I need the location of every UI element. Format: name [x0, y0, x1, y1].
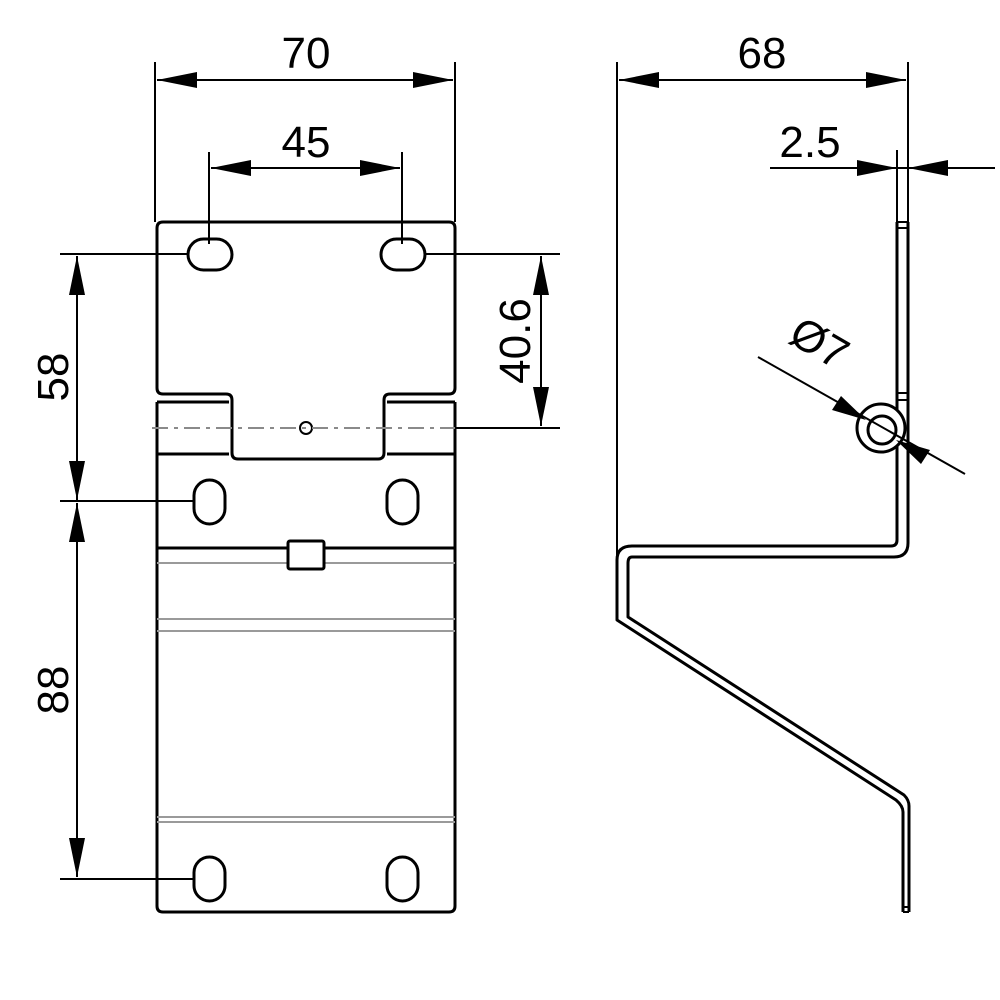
dimension-2-5: 2.5: [770, 118, 995, 222]
dimension-label-68: 68: [738, 29, 787, 78]
lower-left-slot-hole: [192, 855, 227, 903]
front-view: [152, 220, 470, 914]
side-view: [615, 62, 911, 913]
lower-plate-outline: [155, 454, 457, 914]
lower-right-slot-hole: [385, 855, 420, 903]
dimension-70: 70: [154, 29, 456, 222]
dimension-40-6: 40.6: [425, 253, 560, 429]
dimension-diameter-7: Ø7: [757, 308, 966, 475]
dimension-label-40-6: 40.6: [491, 298, 540, 384]
dimension-label-70: 70: [282, 29, 331, 78]
dimension-label-45: 45: [282, 118, 331, 167]
upper-plate-outline: [155, 220, 457, 461]
dimension-label-2-5: 2.5: [779, 118, 840, 167]
dimension-88: 88: [29, 500, 194, 880]
dimension-58: 58: [29, 253, 188, 500]
dimension-45: 45: [208, 118, 403, 244]
dimension-68: 68: [619, 29, 909, 222]
dimension-label-88: 88: [29, 666, 78, 715]
dimension-label-58: 58: [29, 353, 78, 402]
profile-outer: [615, 222, 905, 912]
middle-left-slot-hole: [192, 478, 227, 526]
hinge-band: [155, 400, 457, 456]
tab: [286, 539, 326, 571]
middle-right-slot-hole: [385, 478, 420, 526]
profile-inner: [626, 222, 911, 912]
dimension-label-diameter-7: Ø7: [782, 308, 857, 380]
hinge-pin-inner: [866, 414, 898, 446]
